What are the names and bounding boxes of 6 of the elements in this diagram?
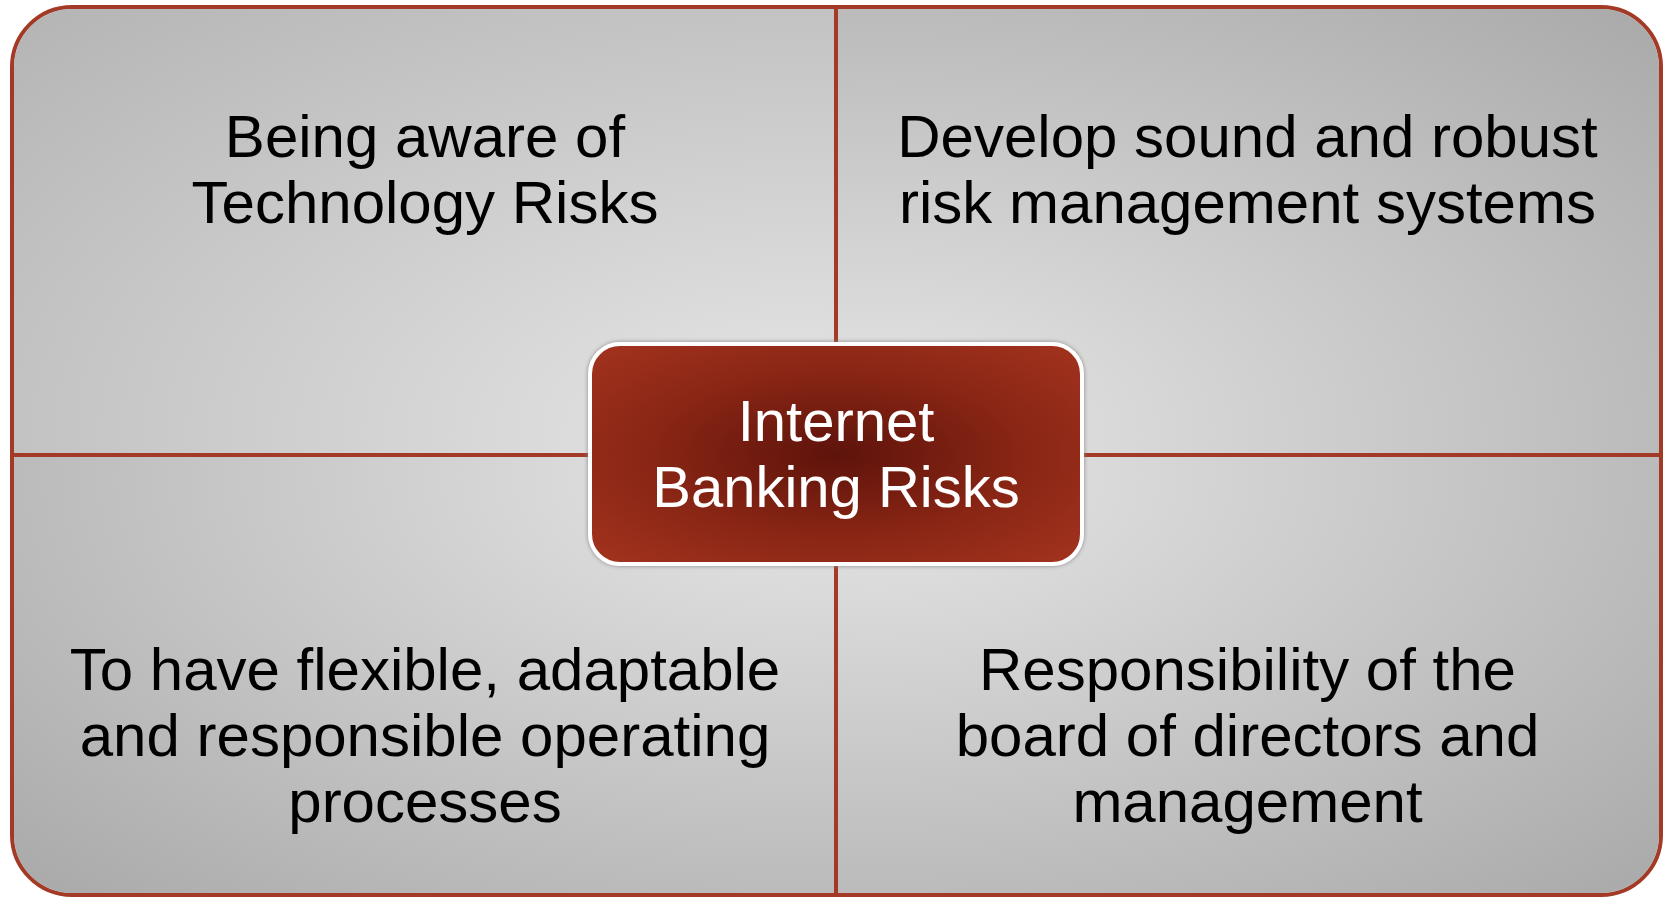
quadrant-text: Develop sound and robust risk management systems — [896, 104, 1599, 236]
quadrant-text: Being aware of Technology Risks — [190, 104, 660, 236]
center-box — [588, 342, 1084, 566]
quadrant-text: Responsibility of the board of directors and management — [954, 637, 1541, 835]
quadrant-text: To have flexible, adaptable and responsible operating processes — [68, 637, 782, 835]
center-title: Internet Banking Risks — [651, 388, 1021, 520]
